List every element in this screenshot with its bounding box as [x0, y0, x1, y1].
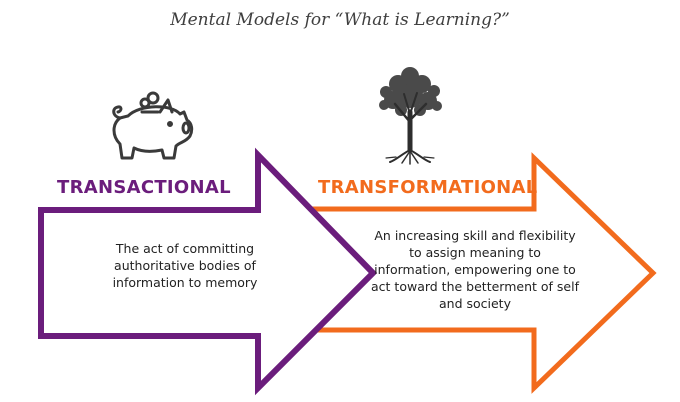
transformational-description: An increasing skill and flexibility to a… — [371, 228, 579, 311]
diagram-title: Mental Models for “What is Learning?” — [170, 10, 510, 30]
transactional-label: TRANSACTIONAL — [57, 177, 231, 198]
transformational-arrow — [309, 152, 657, 394]
tree-icon — [379, 67, 442, 165]
transformational-label: TRANSFORMATIONAL — [318, 177, 538, 198]
transactional-arrow — [38, 147, 378, 396]
piggy-bank-icon — [112, 91, 194, 160]
transactional-description: The act of committing authoritative bodi… — [112, 241, 258, 290]
